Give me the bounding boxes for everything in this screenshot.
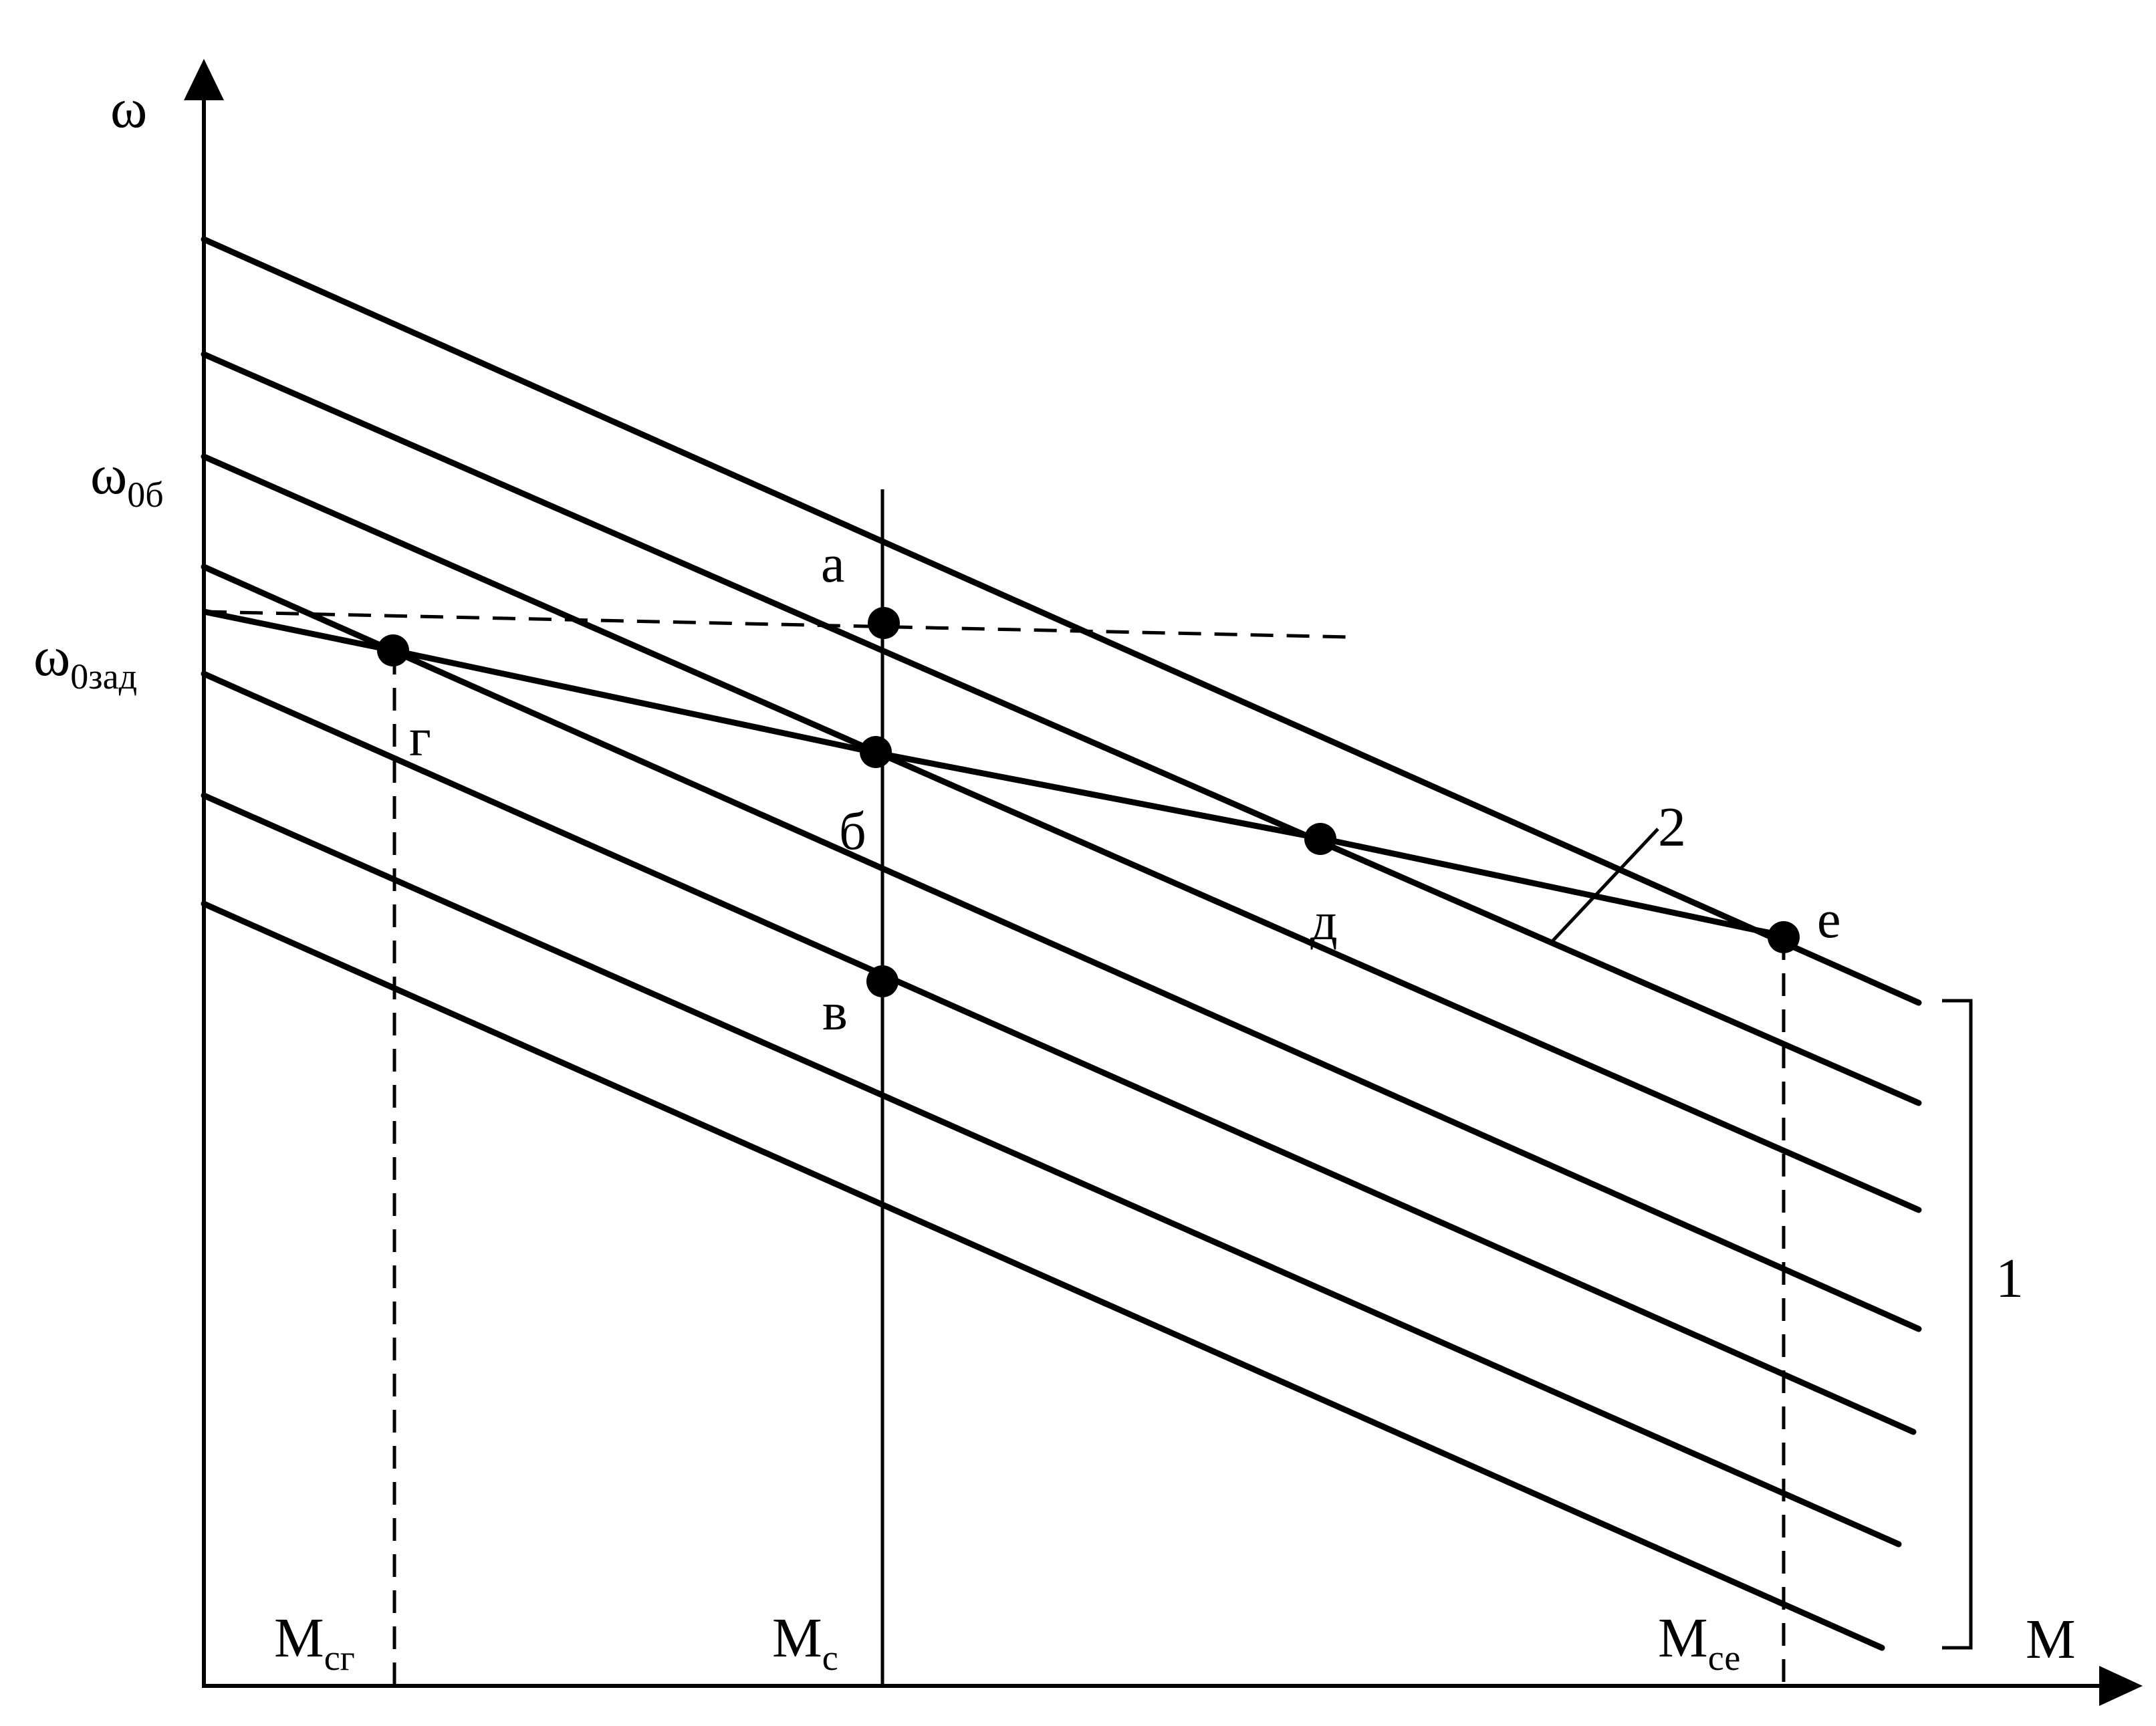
- characteristic-line-6: [201, 792, 1902, 1548]
- point-e-label: е: [1817, 890, 1841, 949]
- characteristic-line-2: [201, 351, 1922, 1106]
- characteristic-line-3: [201, 453, 1922, 1213]
- characteristic-line-7: [201, 900, 1885, 1651]
- curve-2-label: 2: [1658, 796, 1686, 858]
- x-tick-m-sg: Mсг: [274, 1607, 355, 1678]
- point-g-label: г: [409, 709, 431, 767]
- y-tick-omega-0zad: ω0зад: [33, 626, 137, 697]
- x-axis-label: M: [2026, 1608, 2076, 1671]
- x-tick-m-s: Mс: [772, 1607, 838, 1678]
- curve-2-leader-line: [1551, 828, 1659, 943]
- point-b-label: б: [839, 802, 866, 861]
- axes: [184, 59, 2143, 1706]
- characteristic-line-5: [201, 670, 1917, 1435]
- point-d-label: д: [1310, 892, 1338, 951]
- y-axis-label: ω: [110, 78, 147, 140]
- characteristic-line-4: [201, 564, 1922, 1332]
- family-1-bracket: [1942, 999, 1973, 1650]
- characteristic-line-1: [201, 236, 1922, 1006]
- point-g: [377, 634, 409, 666]
- point-a: [868, 607, 900, 639]
- point-v: [866, 965, 899, 997]
- characteristic-lines: [201, 236, 1922, 1651]
- x-tick-m-se: Mсе: [1658, 1607, 1740, 1678]
- curve-2: [203, 608, 1792, 941]
- y-axis-arrow-icon: [184, 59, 224, 100]
- point-v-label: в: [822, 983, 848, 1041]
- x-axis-arrow-icon: [2099, 1666, 2143, 1706]
- omega-set-dashed-line: [203, 610, 1351, 639]
- point-a-label: а: [821, 535, 845, 594]
- point-b: [860, 736, 892, 768]
- point-d: [1304, 823, 1336, 855]
- y-tick-omega-0b: ω0б: [90, 444, 164, 515]
- point-e: [1768, 921, 1800, 953]
- points: [377, 607, 1800, 997]
- family-1-label: 1: [1996, 1247, 2024, 1310]
